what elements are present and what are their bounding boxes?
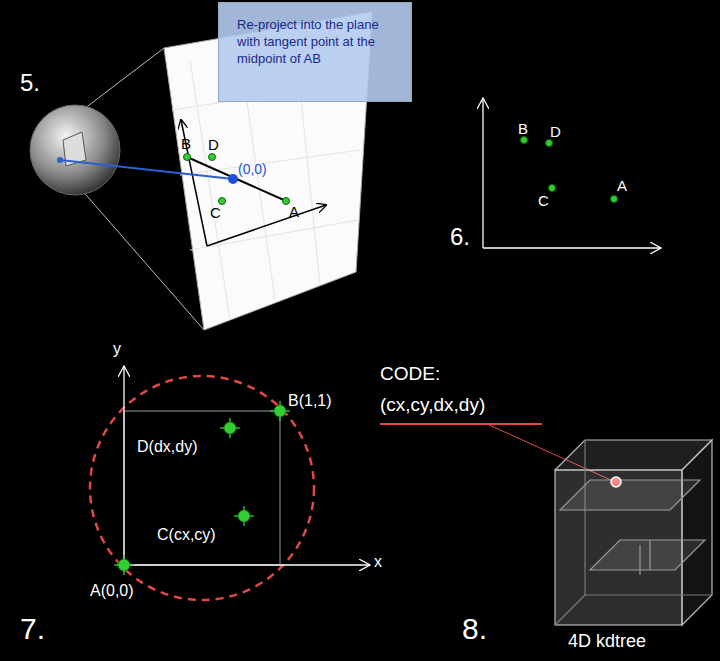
code-label: CODE: (380, 364, 440, 385)
point-label: D (208, 137, 219, 154)
panel-number: 6. (450, 224, 470, 250)
point-label: A(0,0) (90, 582, 134, 600)
point-label: B(1,1) (288, 392, 332, 410)
point-label: C (538, 193, 549, 210)
point-label: C (210, 205, 221, 222)
point-label: A (289, 204, 299, 221)
point-label: B (181, 136, 191, 153)
point-label: A (617, 178, 627, 195)
point-label: B (518, 121, 528, 138)
point-label: C(cx,cy) (157, 526, 216, 544)
point-label: D(dx,dy) (137, 438, 197, 456)
axis-label: x (374, 553, 382, 571)
panel-number: 8. (462, 612, 487, 645)
origin-label: (0,0) (238, 162, 267, 177)
callout-text: Re-project into the plane with tangent p… (237, 17, 397, 68)
point-label: D (550, 124, 561, 141)
axis-label: y (113, 340, 121, 358)
code-value: (cx,cy,dx,dy) (380, 395, 485, 416)
kdtree-label: 4D kdtree (568, 632, 646, 652)
panel-number: 5. (20, 70, 40, 96)
callout-box: Re-project into the plane with tangent p… (218, 2, 412, 102)
panel-number: 7. (20, 612, 45, 645)
